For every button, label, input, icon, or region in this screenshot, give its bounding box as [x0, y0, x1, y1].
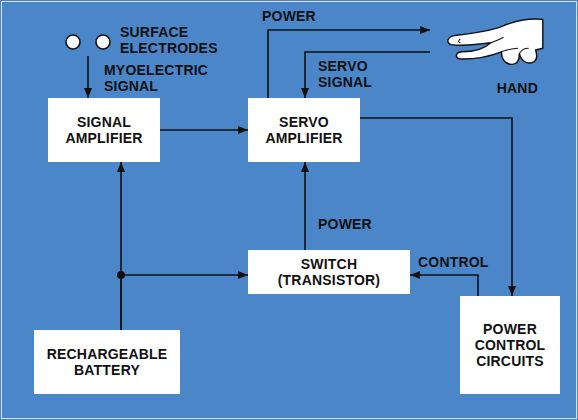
hand-detail [459, 37, 529, 53]
hand-outline [448, 19, 543, 64]
node-text: SWITCH (TRANSISTOR) [266, 256, 392, 288]
node-text: RECHARGEABLE BATTERY [44, 346, 170, 378]
connector-arrow [304, 162, 306, 250]
signal-label: CONTROL [418, 254, 489, 270]
connector-arrow [410, 275, 478, 296]
signal-label: MYOELECTRIC SIGNAL [104, 62, 216, 94]
signal-label: SERVO SIGNAL [318, 58, 390, 90]
node-text: SERVO AMPLIFIER [256, 114, 352, 146]
process-box: RECHARGEABLE BATTERY [34, 330, 180, 394]
signal-label: POWER [262, 8, 316, 24]
node-text: HAND [497, 80, 538, 96]
process-box: POWER CONTROL CIRCUITS [460, 296, 560, 394]
node-text: SIGNAL AMPLIFIER [56, 114, 152, 146]
process-box: SWITCH (TRANSISTOR) [248, 250, 410, 294]
hand-label: HAND [430, 8, 542, 100]
connectors [88, 30, 512, 330]
electrode-symbol [66, 35, 80, 49]
connector-arrow [268, 30, 430, 98]
electrode-label: SURFACE ELECTRODES [62, 24, 224, 56]
signal-label: POWER [318, 216, 372, 232]
junction-dot [117, 271, 125, 279]
node-text: SURFACE ELECTRODES [120, 24, 224, 56]
connector-arrow [160, 129, 248, 131]
process-box: SERVO AMPLIFIER [248, 98, 360, 162]
process-box: SIGNAL AMPLIFIER [48, 98, 160, 162]
hand-illustration [448, 19, 543, 64]
connector-arrow [305, 52, 430, 98]
node-text: POWER CONTROL CIRCUITS [468, 321, 552, 369]
connector-arrow [87, 56, 89, 98]
connector-arrow [121, 275, 248, 330]
electrode-symbols [66, 35, 110, 49]
electrode-symbol [96, 35, 110, 49]
